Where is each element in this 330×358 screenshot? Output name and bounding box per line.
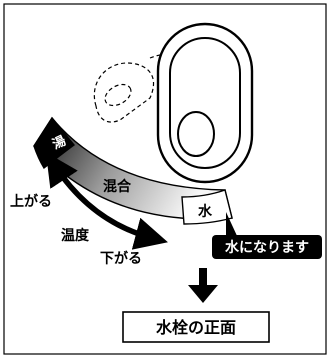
curved-double-arrow-icon bbox=[45, 152, 168, 250]
mixed-label: 混合 bbox=[103, 178, 132, 195]
lever-body bbox=[156, 22, 254, 184]
hot-zone bbox=[33, 116, 76, 170]
raise-label: 上がる bbox=[10, 193, 52, 210]
callout-text: 水になります bbox=[225, 239, 309, 256]
diagram-frame bbox=[3, 3, 327, 355]
cold-zone bbox=[181, 189, 233, 225]
faucet-front-box bbox=[122, 311, 270, 343]
temperature-label: 温度 bbox=[61, 227, 90, 244]
cold-label: 水 bbox=[198, 203, 213, 220]
callout-box bbox=[212, 235, 322, 259]
lever-knob bbox=[177, 111, 215, 157]
faucet-front-label: 水栓の正面 bbox=[156, 318, 236, 337]
down-arrow-icon bbox=[188, 268, 218, 303]
lower-label: 下がる bbox=[100, 250, 142, 267]
callout-pointer bbox=[226, 212, 238, 238]
hot-label: 湯 bbox=[50, 133, 69, 153]
